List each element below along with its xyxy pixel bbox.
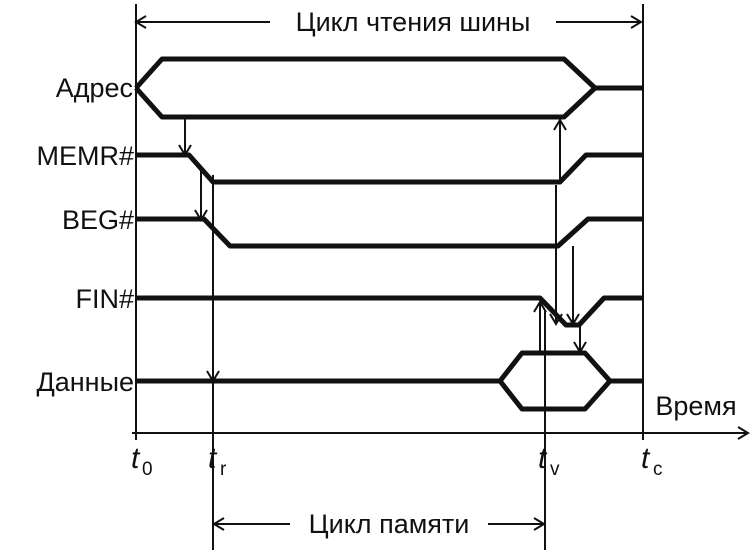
time-mark-tv: t v (538, 442, 560, 480)
svg-text:t: t (538, 442, 548, 475)
signal-label-address: Адрес (56, 73, 133, 103)
memory-cycle-span: Цикл памяти (212, 509, 546, 539)
signal-label-fin: FIN# (75, 284, 134, 314)
time-axis-label: Время (655, 391, 736, 421)
data-waveform (136, 350, 643, 412)
signal-label-memr: MEMR# (36, 141, 134, 171)
bus-cycle-span: Цикл чтения шины (134, 7, 643, 37)
svg-text:t: t (641, 442, 651, 475)
svg-text:0: 0 (142, 459, 153, 480)
signal-label-data: Данные (36, 367, 134, 397)
svg-text:c: c (653, 459, 663, 480)
time-mark-tr: t r (208, 442, 227, 480)
time-mark-t0: t 0 (131, 442, 153, 480)
svg-text:t: t (208, 442, 218, 475)
svg-text:t: t (131, 442, 141, 475)
time-mark-tc: t c (641, 442, 663, 480)
memory-cycle-label: Цикл памяти (309, 509, 470, 539)
memr-waveform (136, 152, 643, 185)
beg-waveform (136, 216, 643, 249)
svg-text:v: v (550, 459, 560, 480)
svg-text:r: r (220, 459, 227, 480)
signal-label-beg: BEG# (62, 205, 134, 235)
address-waveform (134, 56, 643, 120)
bus-cycle-label: Цикл чтения шины (296, 7, 531, 37)
